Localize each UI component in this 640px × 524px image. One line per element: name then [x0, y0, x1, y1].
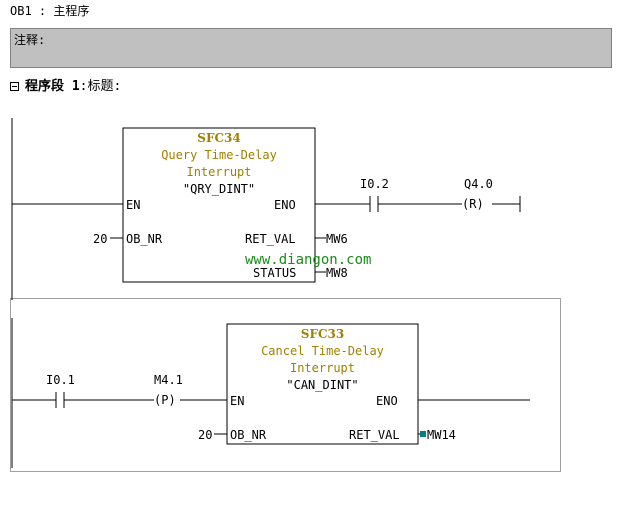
sfc34-desc2: Interrupt	[186, 165, 252, 179]
comment-box[interactable]: 注释:	[10, 28, 612, 68]
sfc33-desc1: Cancel Time-Delay	[261, 344, 384, 358]
sfc34-ob-nr-value[interactable]: 20	[93, 232, 108, 246]
sfc33-ret-val-out[interactable]: MW14	[427, 428, 456, 442]
sfc33-ob-nr-pin: OB_NR	[230, 428, 267, 442]
sfc34-box	[122, 127, 316, 283]
sfc34-type: SFC34	[197, 131, 241, 145]
coil-q40-label[interactable]: Q4.0	[464, 177, 493, 191]
sfc33-symbol: "CAN_DINT"	[286, 378, 359, 392]
sfc34-ret-val-pin: RET_VAL	[245, 232, 296, 246]
sfc33-ret-val-pin: RET_VAL	[349, 428, 400, 442]
edge-m41-label[interactable]: M4.1	[154, 373, 183, 387]
sfc34-ob-nr-pin: OB_NR	[126, 232, 163, 246]
network-label: 程序段	[25, 79, 65, 94]
sfc33-ob-nr-value[interactable]: 20	[198, 428, 213, 442]
sfc34-status-out[interactable]: MW8	[326, 266, 348, 280]
sfc34-en: EN	[126, 198, 141, 212]
sfc34-status-pin: STATUS	[253, 266, 297, 280]
network-header: 程序段 1:标题:	[10, 80, 121, 93]
sfc33-en: EN	[230, 394, 245, 408]
collapse-icon[interactable]	[10, 82, 19, 91]
sfc33-desc2: Interrupt	[289, 361, 356, 375]
edge-m41-symbol[interactable]: (P)	[154, 393, 176, 407]
sfc34-eno: ENO	[274, 198, 296, 212]
comment-label: 注释:	[14, 33, 46, 47]
sfc34-ret-val-out[interactable]: MW6	[326, 232, 348, 246]
block-title: OB1 : 主程序	[10, 4, 90, 18]
sfc33-type: SFC33	[300, 327, 345, 341]
network-title: :标题:	[79, 79, 122, 94]
contact-i01-label[interactable]: I0.1	[46, 373, 75, 387]
teal-marker	[420, 431, 426, 437]
sfc33-eno: ENO	[376, 394, 398, 408]
contact-i02-label[interactable]: I0.2	[360, 177, 389, 191]
network2-frame[interactable]	[10, 298, 561, 472]
watermark: www.diangon.com	[245, 252, 372, 268]
sfc34-desc1: Query Time-Delay	[161, 148, 277, 162]
coil-q40-symbol[interactable]: (R)	[462, 197, 484, 211]
sfc34-symbol: "QRY_DINT"	[182, 182, 256, 196]
network-number: 1	[71, 79, 80, 94]
sfc33-box	[226, 323, 419, 445]
